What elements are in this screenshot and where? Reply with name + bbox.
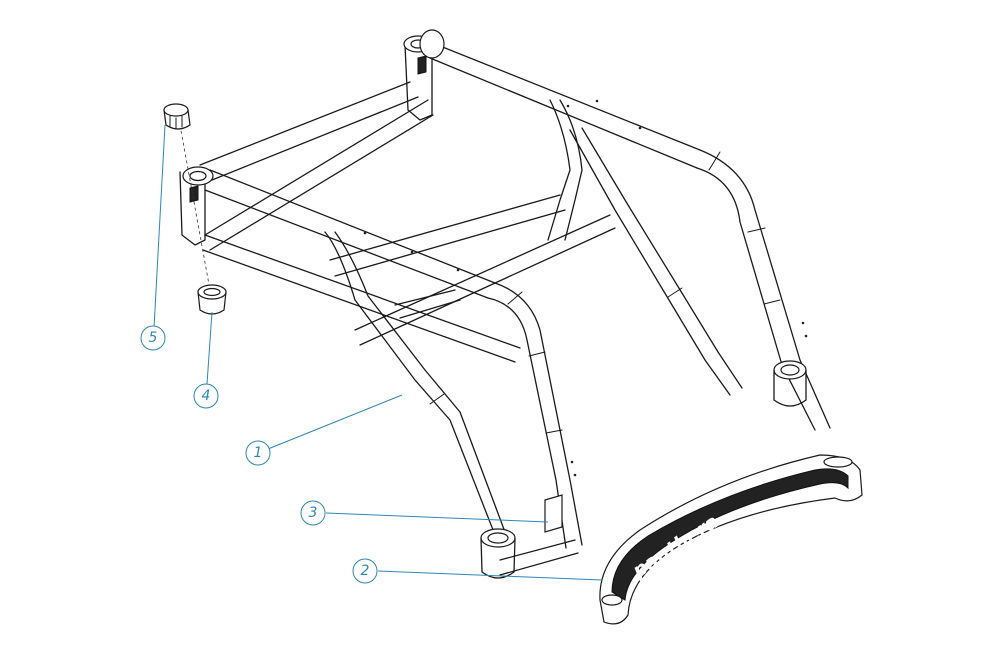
callout-5: 5 (140, 325, 166, 351)
foot-bar-part-2: panthera (599, 454, 863, 625)
callout-5-label: 5 (149, 330, 158, 346)
callout-3-label: 3 (309, 505, 318, 521)
end-cap-part-5 (163, 103, 191, 130)
callout-2-label: 2 (361, 563, 370, 579)
callout-3: 3 (300, 500, 326, 526)
callout-2: 2 (352, 558, 378, 584)
leader-lines (153, 124, 603, 581)
foot-insert-part-4 (197, 284, 227, 315)
callout-1: 1 (245, 440, 271, 466)
callout-1-label: 1 (254, 445, 263, 461)
callout-4-label: 4 (202, 388, 211, 404)
assembly-centerline (179, 124, 211, 291)
callout-4: 4 (193, 383, 219, 409)
